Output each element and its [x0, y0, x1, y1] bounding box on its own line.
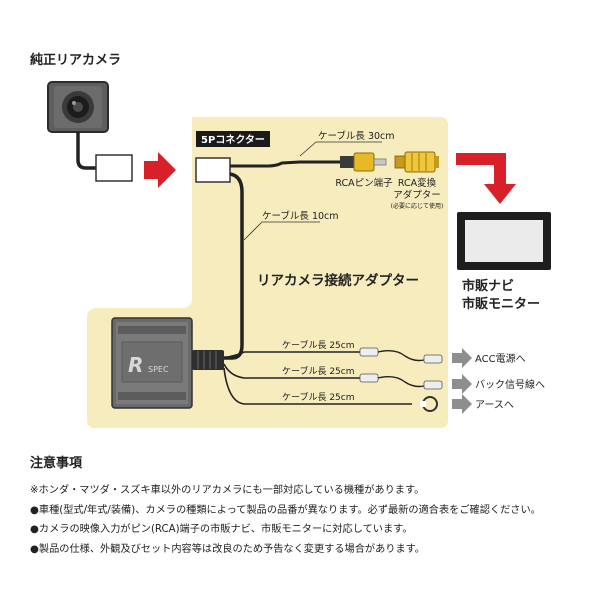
cable-earth: [223, 367, 412, 405]
connector-label-box: [196, 131, 270, 147]
adapter-box: [111, 317, 193, 409]
cable-acc: [223, 351, 262, 359]
leader-line: [299, 141, 382, 157]
cable-25-label-c: ケーブル長 25cm: [282, 391, 355, 403]
monitor-label-1: 市販ナビ: [462, 278, 514, 294]
notes-title: 注意事項: [30, 456, 83, 471]
adapter-logo-letter: R: [128, 353, 143, 377]
arrow-right-small-icon: [452, 374, 472, 394]
rca-adapter-icon: [394, 151, 439, 173]
cable-25-label-b: ケーブル長 25cm: [282, 365, 355, 377]
cable-30-label: ケーブル長 30cm: [318, 130, 395, 142]
output-label-acc: ACC電源へ: [475, 352, 526, 365]
arrow-down-icon: [456, 153, 516, 204]
monitor-icon: [457, 212, 551, 270]
back-terminal-icon: [359, 373, 443, 390]
note-item: ●カメラの映像入力がピン(RCA)端子の市販ナビ、市販モニターに対応しています。: [30, 524, 413, 535]
note-item: ●製品の仕様、外観及びセット内容等は改良のため予告なく変更する場合があります。: [30, 543, 425, 555]
arrow-right-small-icon: [452, 348, 472, 368]
note-item: ●車種(型式/年式/装備)、カメラの種類によって製品の品番が異なります。必ず最新…: [30, 504, 541, 516]
arrow-right-small-icon: [452, 394, 472, 414]
camera-label: 純正リアカメラ: [30, 52, 121, 68]
cable-to-adapter: [222, 172, 244, 360]
output-label-back: バック信号線へ: [475, 378, 545, 391]
arrow-right-icon: [144, 152, 176, 188]
rca-adapter-note: (必要に応じて使用): [391, 202, 444, 210]
leader-line: [243, 221, 320, 241]
adapter-logo-text: SPEC: [148, 365, 169, 374]
rca-adapter-label-2: アダプター: [393, 189, 441, 201]
cable-10-label: ケーブル長 10cm: [262, 210, 339, 222]
rear-camera-icon: [47, 81, 109, 133]
cable-back: [223, 363, 360, 379]
camera-connector: [95, 154, 133, 182]
rca-pin-label: RCAピン端子: [335, 177, 393, 189]
cable-gland: [192, 350, 224, 370]
cable-to-rca: [230, 160, 340, 168]
earth-terminal-icon: [420, 396, 438, 412]
acc-terminal-icon: [359, 347, 443, 364]
cable-25-label-a: ケーブル長 25cm: [282, 339, 355, 351]
camera-cable: [76, 132, 96, 170]
note-item: ※ホンダ・マツダ・スズキ車以外のリアカメラにも一部対応している機種があります。: [30, 485, 425, 496]
output-label-earth: アースへ: [475, 400, 514, 411]
monitor-label-2: 市販モニター: [462, 296, 540, 312]
connector-label: 5Pコネクター: [201, 134, 265, 146]
wiring-diagram: 純正リアカメラ 5Pコネクター ケーブル長 30cm RCAピン端子 RCA変換: [30, 52, 551, 428]
rca-adapter-label-1: RCA変換: [398, 177, 437, 189]
notes-section: 注意事項 ※ホンダ・マツダ・スズキ車以外のリアカメラにも一部対応している機種があ…: [30, 452, 590, 559]
5p-connector: [195, 157, 231, 183]
adapter-title: リアカメラ接続アダプター: [257, 272, 419, 289]
rca-pin-icon: [340, 152, 387, 172]
